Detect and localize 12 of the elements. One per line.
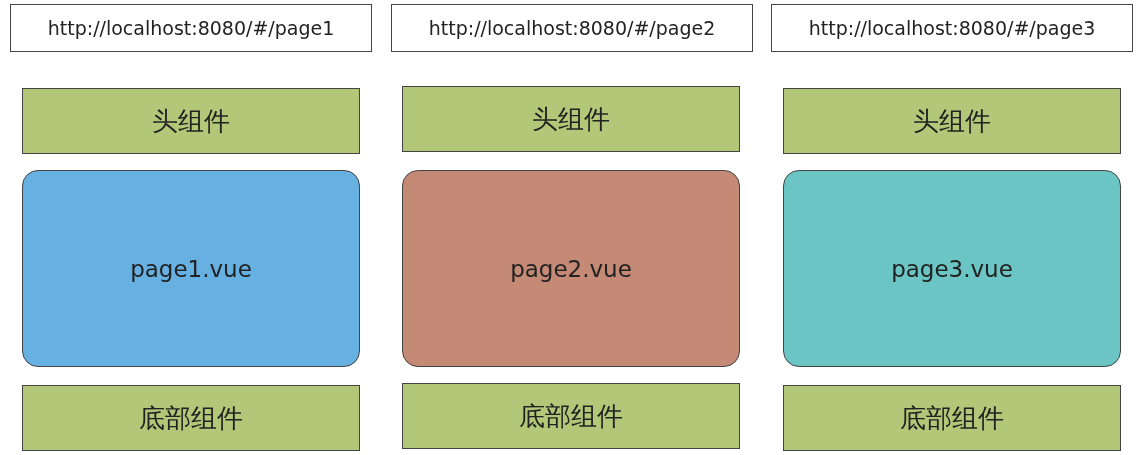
page-component-box: page1.vue (22, 170, 360, 367)
header-component-box: 头组件 (22, 88, 360, 154)
page-component-box: page3.vue (783, 170, 1121, 367)
header-component-box: 头组件 (402, 86, 740, 152)
page-component-box: page2.vue (402, 170, 740, 367)
url-box: http://localhost:8080/#/page2 (391, 4, 753, 52)
url-box: http://localhost:8080/#/page3 (771, 4, 1133, 52)
footer-component-box: 底部组件 (22, 385, 360, 451)
footer-component-box: 底部组件 (402, 383, 740, 449)
url-box: http://localhost:8080/#/page1 (10, 4, 372, 52)
footer-component-box: 底部组件 (783, 385, 1121, 451)
header-component-box: 头组件 (783, 88, 1121, 154)
